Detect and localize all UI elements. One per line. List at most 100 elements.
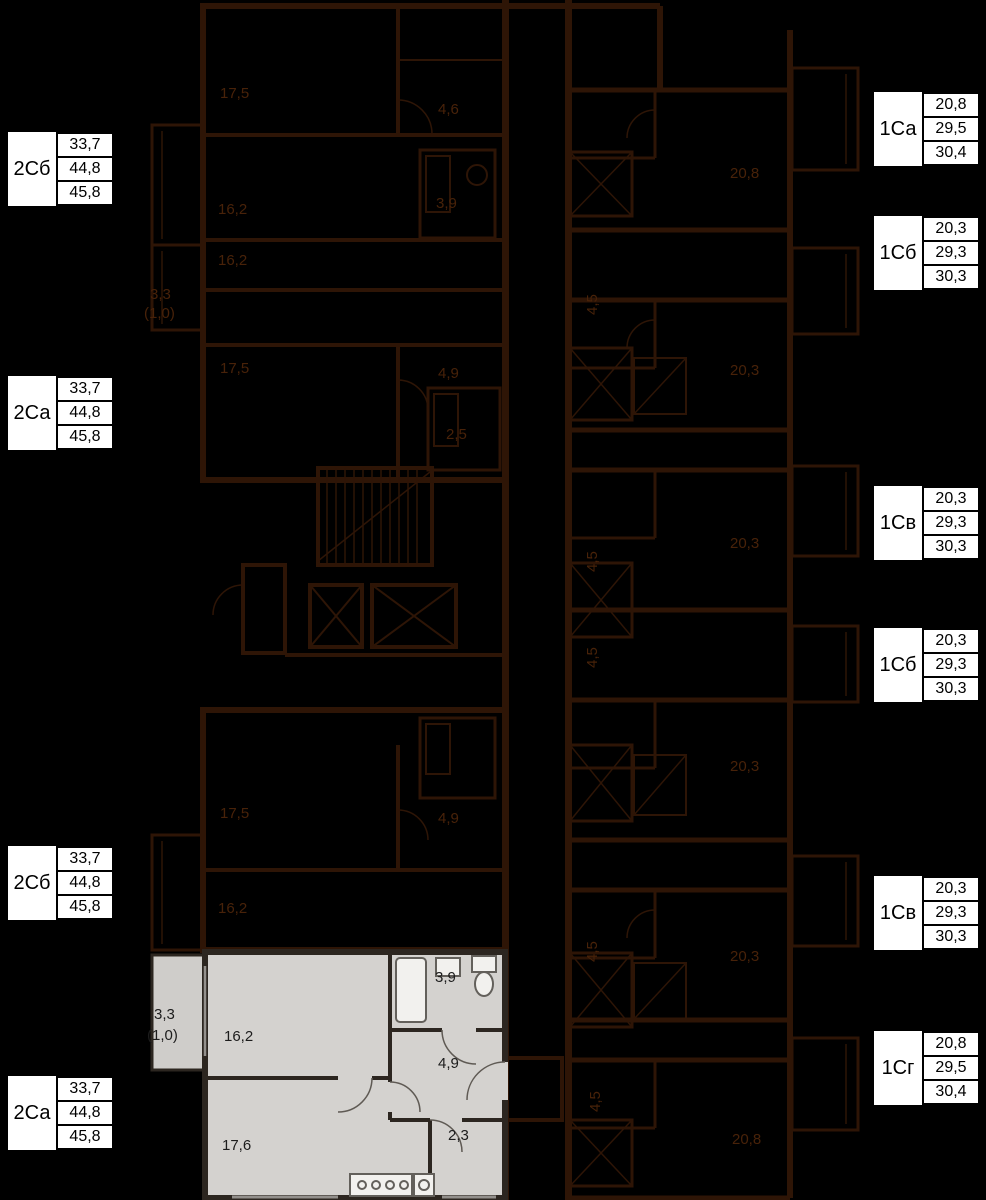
left-bottom-apartment [150,707,508,953]
apartment-type: 1Сб [879,653,917,676]
area-value: 29,3 [922,652,980,678]
room-area-label-selected: 3,3 [154,1006,175,1023]
apartment-card-1sa[interactable]: 1Са 20,8 29,5 30,4 [874,92,980,166]
apartment-card-2sb-bottom[interactable]: 2Сб 33,7 44,8 45,8 [8,846,114,920]
room-area-label: 4,5 [584,941,601,962]
elevators [212,563,505,657]
apartment-type: 1Сг [881,1056,915,1079]
area-value: 20,3 [922,628,980,654]
apartment-type: 2Сб [13,157,51,180]
room-area-label: 20,8 [732,1131,762,1148]
area-value: 33,7 [56,132,114,158]
area-value: 30,3 [922,676,980,702]
room-area-label: 2,5 [446,426,467,443]
apartment-type: 2Сб [13,871,51,894]
apartment-card-1sb-top[interactable]: 1Сб 20,3 29,3 30,3 [874,216,980,290]
apartment-type: 1Св [879,901,917,924]
apartment-type: 1Са [879,117,917,140]
area-value: 33,7 [56,846,114,872]
area-value: 29,5 [922,1055,980,1081]
area-value: 29,3 [922,240,980,266]
room-area-label: 20,3 [730,362,760,379]
area-value: 29,5 [922,116,980,142]
area-value: 30,3 [922,264,980,290]
room-area-label: 17,5 [220,805,250,822]
apartment-card-1sg[interactable]: 1Сг 20,8 29,5 30,4 [874,1031,980,1105]
room-area-label-selected: 2,3 [448,1127,469,1144]
room-area-label: 16,2 [218,201,248,218]
apartment-card-1sv-top[interactable]: 1Св 20,3 29,3 30,3 [874,486,980,560]
area-value: 45,8 [56,180,114,206]
room-area-label: 3,3 [150,286,171,303]
apartment-areas: 33,7 44,8 45,8 [56,132,114,206]
apartment-areas: 20,3 29,3 30,3 [922,486,980,560]
area-value: 45,8 [56,894,114,920]
apartment-card-1sv-bottom[interactable]: 1Св 20,3 29,3 30,3 [874,876,980,950]
room-area-label: 20,3 [730,948,760,965]
room-area-label: 17,5 [220,85,250,102]
room-area-label: 20,3 [730,535,760,552]
apartment-type: 1Сб [879,241,917,264]
room-area-label: 17,5 [220,360,250,377]
apartment-areas: 33,7 44,8 45,8 [56,846,114,920]
apartment-type: 2Са [13,401,51,424]
left-top-apartments [150,3,508,483]
apartment-areas: 20,8 29,5 30,4 [922,1031,980,1105]
area-value: 33,7 [56,376,114,402]
room-area-label: 16,2 [218,900,248,917]
apartment-card-2sb-top[interactable]: 2Сб 33,7 44,8 45,8 [8,132,114,206]
apartment-type: 2Са [13,1101,51,1124]
area-value: 30,3 [922,924,980,950]
room-area-label-selected: 16,2 [224,1028,254,1045]
room-area-label: 4,6 [438,101,459,118]
room-area-label: 20,3 [730,758,760,775]
area-value: 20,3 [922,486,980,512]
apartment-areas: 20,3 29,3 30,3 [922,876,980,950]
area-value: 45,8 [56,424,114,450]
room-area-label: 4,5 [584,551,601,572]
area-value: 44,8 [56,1100,114,1126]
room-area-label: 4,5 [587,1091,604,1112]
apartment-card-2sa-top[interactable]: 2Са 33,7 44,8 45,8 [8,376,114,450]
apartment-card-1sb-bottom[interactable]: 1Сб 20,3 29,3 30,3 [874,628,980,702]
right-balconies [790,66,860,1132]
area-value: 29,3 [922,900,980,926]
area-value: 20,3 [922,216,980,242]
apartment-areas: 33,7 44,8 45,8 [56,376,114,450]
room-area-label: 3,9 [436,195,457,212]
corridor [502,0,572,1200]
area-value: 29,3 [922,510,980,536]
area-value: 30,4 [922,140,980,166]
apartment-areas: 33,7 44,8 45,8 [56,1076,114,1150]
apartment-card-2sa-bottom[interactable]: 2Са 33,7 44,8 45,8 [8,1076,114,1150]
room-area-label-selected: 4,9 [438,1055,459,1072]
room-area-label: 4,9 [438,365,459,382]
room-area-label: (1,0) [144,305,175,322]
apartment-areas: 20,3 29,3 30,3 [922,216,980,290]
stairs [316,466,434,567]
apartment-areas: 20,8 29,5 30,4 [922,92,980,166]
room-area-label-selected: (1,0) [147,1027,178,1044]
right-apartments [505,3,793,1200]
area-value: 20,8 [922,1031,980,1057]
area-value: 20,3 [922,876,980,902]
area-value: 20,8 [922,92,980,118]
apartment-areas: 20,3 29,3 30,3 [922,628,980,702]
room-area-label: 4,5 [584,647,601,668]
room-area-label: 4,5 [584,294,601,315]
area-value: 30,4 [922,1079,980,1105]
area-value: 44,8 [56,870,114,896]
area-value: 44,8 [56,400,114,426]
room-area-label-selected: 17,6 [222,1137,252,1154]
selected-apartment[interactable] [150,949,508,1200]
shaft-boxes [568,150,687,1188]
room-area-label: 4,9 [438,810,459,827]
area-value: 33,7 [56,1076,114,1102]
area-value: 30,3 [922,534,980,560]
corridor-niche [503,1056,564,1122]
room-area-label: 16,2 [218,252,248,269]
area-value: 45,8 [56,1124,114,1150]
room-area-label-selected: 3,9 [435,969,456,986]
